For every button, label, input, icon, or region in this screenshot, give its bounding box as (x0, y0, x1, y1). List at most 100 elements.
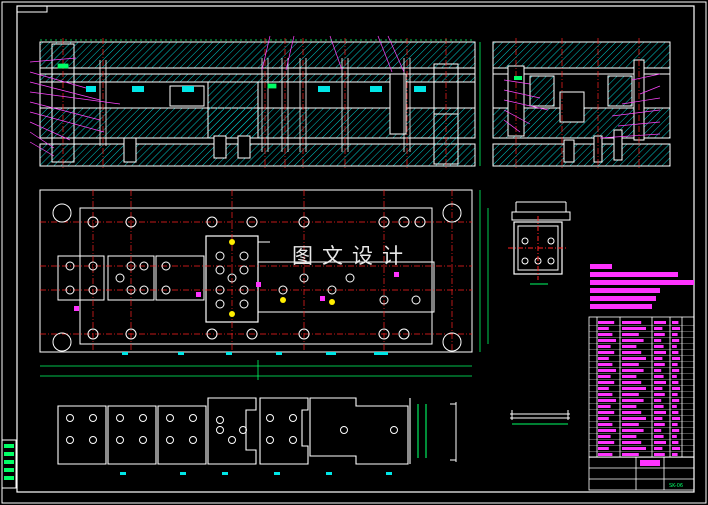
parts-list-cell (672, 429, 680, 432)
punch-hole (239, 251, 249, 261)
side-view-leaders (503, 73, 661, 139)
punch-hole (139, 261, 149, 271)
parts-list-cell (622, 327, 646, 330)
parts-list-cell (598, 369, 616, 372)
screw-hole (125, 328, 137, 340)
screw-hole (378, 216, 390, 228)
screw-hole (246, 216, 258, 228)
strip-pierce-hole (139, 436, 147, 444)
parts-list-cell (654, 447, 663, 450)
parts-list-cell (672, 369, 680, 372)
parts-list-cell (622, 321, 642, 324)
punch-hole (239, 299, 249, 309)
parts-list-cell (672, 393, 678, 396)
punch-hole (327, 285, 337, 295)
strip-pierce-hole (66, 436, 74, 444)
parts-list-cell (622, 411, 642, 414)
plan-view-accent-holes (229, 239, 335, 317)
strip-layout-holes (66, 414, 398, 444)
punch-hole (215, 265, 225, 275)
parts-list-cell (622, 357, 646, 360)
punch-hole (126, 285, 136, 295)
parts-list-cell (622, 363, 639, 366)
strip-pierce-hole (216, 416, 224, 424)
parts-list-cell (622, 351, 642, 354)
screw-hole (246, 328, 258, 340)
strip-pierce-hole (266, 436, 274, 444)
screw-hole (125, 216, 137, 228)
punch-hole (126, 261, 136, 271)
parts-list-cell (672, 333, 678, 336)
front-view-leaders (29, 35, 405, 157)
strip-pierce-hole (228, 436, 236, 444)
title-block (588, 456, 695, 491)
punch-hole (239, 265, 249, 275)
strip-layout (57, 397, 427, 465)
punch-hole (379, 295, 389, 305)
parts-list-cell (654, 357, 663, 360)
punch-hole (65, 285, 75, 295)
strip-pierce-hole (216, 426, 224, 434)
parts-list-cell (622, 369, 644, 372)
plan-view-centerlines (40, 190, 472, 352)
strip-pierce-hole (390, 426, 398, 434)
parts-list-cell (654, 435, 664, 438)
strip-pierce-hole (266, 414, 274, 422)
screw-hole (206, 328, 218, 340)
front-view-punches (99, 58, 411, 152)
part-detail-top (511, 201, 571, 221)
strip-pierce-hole (189, 414, 197, 422)
parts-list-cell (654, 339, 662, 342)
parts-list-cell (672, 375, 677, 378)
parts-list-cell (622, 345, 637, 348)
binding-strip (1, 439, 17, 489)
side-view-marker (514, 76, 522, 80)
parts-list-cell (672, 447, 680, 450)
parts-list-cell (622, 381, 642, 384)
parts-list-cell (672, 363, 678, 366)
strip-pierce-hole (340, 426, 348, 434)
screw-hole (298, 328, 310, 340)
strip-cyan-marks (120, 472, 392, 475)
parts-list-cell (622, 441, 642, 444)
parts-list-cell (672, 327, 680, 330)
front-section-view (39, 41, 476, 167)
punch-hole (88, 285, 98, 295)
parts-list-cell (654, 375, 664, 378)
strip-pierce-hole (166, 414, 174, 422)
parts-list-cell (622, 399, 644, 402)
parts-list-cell (598, 447, 609, 450)
plan-view-highlights (74, 272, 399, 311)
strip-pierce-hole (239, 426, 247, 434)
parts-list-cell (654, 351, 666, 354)
screw-hole (398, 216, 410, 228)
parts-list-cell (622, 405, 637, 408)
punch-hole (411, 295, 421, 305)
parts-list-cell (672, 345, 677, 348)
punch-hole (215, 299, 225, 309)
parts-list-cell (598, 435, 611, 438)
punch-hole (215, 251, 225, 261)
parts-list-cell (598, 357, 609, 360)
parts-list-cell (672, 417, 680, 420)
punch-hole (239, 285, 249, 295)
parts-list-cell (654, 333, 665, 336)
screw-hole (298, 216, 310, 228)
guide-post-hole (442, 203, 462, 223)
parts-list-cell (672, 435, 677, 438)
parts-list-cell (654, 345, 664, 348)
parts-list-cell (672, 411, 679, 414)
parts-list-cell (598, 345, 611, 348)
punch-hole (227, 273, 237, 283)
parts-list-cell (672, 357, 680, 360)
punch-hole (65, 261, 75, 271)
screw-hole (378, 328, 390, 340)
parts-list-cell (598, 453, 613, 456)
parts-list-cell (622, 423, 639, 426)
parts-list-cell (654, 405, 664, 408)
parts-list-cell (622, 417, 646, 420)
parts-list-cell (622, 339, 644, 342)
front-view-dimensions (40, 39, 481, 166)
parts-list-cell (598, 351, 615, 354)
